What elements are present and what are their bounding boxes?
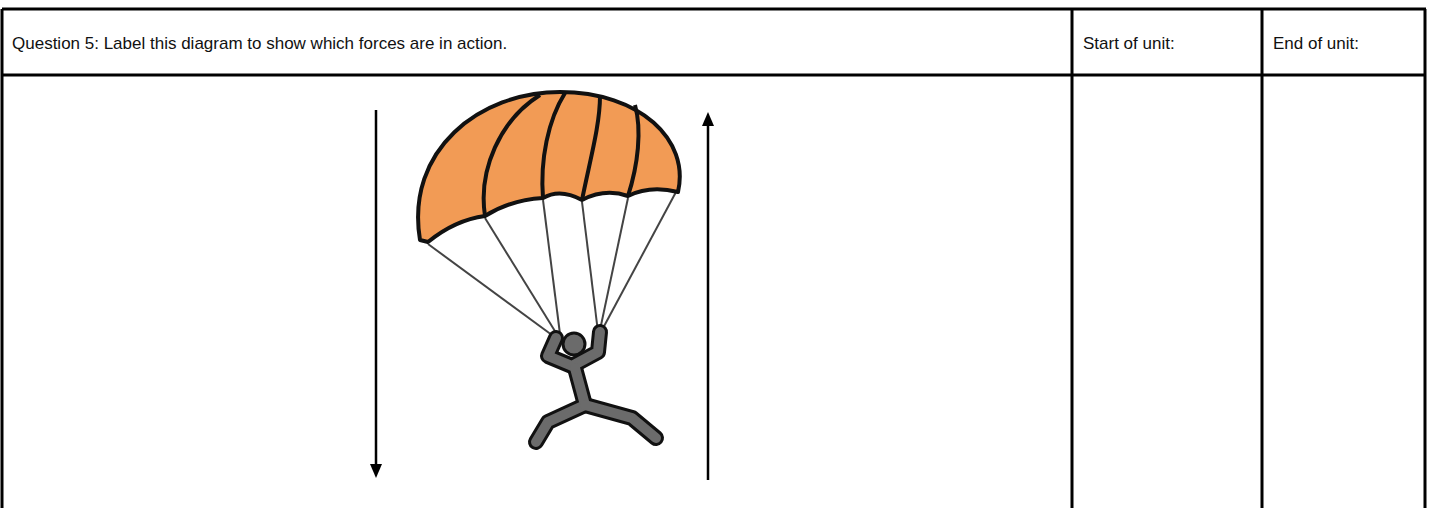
question-text: Question 5: Label this diagram to show w… [12, 34, 507, 54]
table-header: End of unit: [1273, 34, 1359, 54]
parachutist-figure [536, 332, 656, 442]
table-grid [2, 9, 1426, 508]
table-header: Start of unit: [1083, 34, 1175, 54]
parachute-canopy [418, 92, 680, 242]
